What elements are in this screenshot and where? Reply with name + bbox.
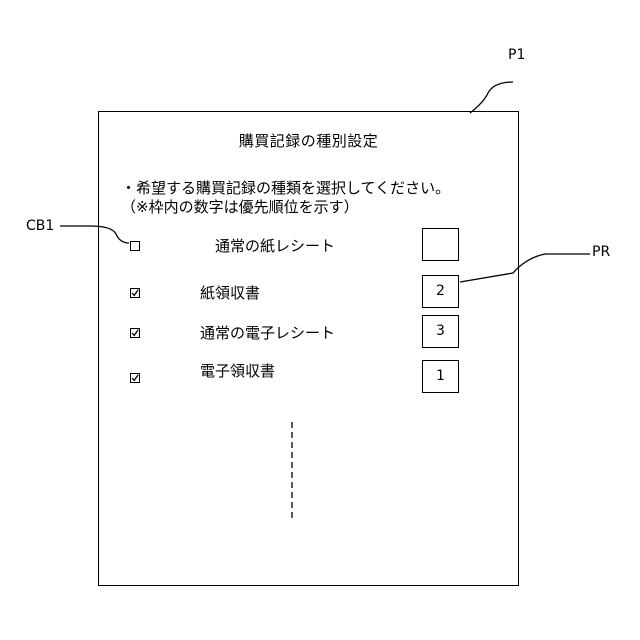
instruction-note: （※枠内の数字は優先順位を示す） bbox=[121, 196, 359, 217]
checkbox-electronic-invoice[interactable] bbox=[130, 373, 140, 383]
checkbox-paper-invoice[interactable] bbox=[130, 288, 140, 298]
option-row-electronic-invoice: 電子領収書 1 bbox=[99, 360, 518, 394]
option-row-paper-receipt: 通常の紙レシート bbox=[99, 228, 518, 262]
checkmark-icon bbox=[131, 329, 139, 337]
ref-label-pr: PR bbox=[592, 244, 610, 260]
purchase-record-settings-screen: 購買記録の種別設定 ・希望する購買記録の種類を選択してください。 （※枠内の数字… bbox=[98, 111, 519, 586]
checkmark-icon bbox=[131, 289, 139, 297]
option-row-paper-invoice: 紙領収書 2 bbox=[99, 275, 518, 309]
p1-leader-line bbox=[470, 82, 513, 113]
option-label: 通常の電子レシート bbox=[200, 322, 335, 343]
instruction-text: ・希望する購買記録の種類を選択してください。 bbox=[121, 177, 450, 198]
option-row-electronic-receipt: 通常の電子レシート 3 bbox=[99, 315, 518, 349]
option-label: 通常の紙レシート bbox=[215, 235, 335, 256]
priority-box-paper-invoice[interactable]: 2 bbox=[422, 275, 459, 308]
ref-label-p1: P1 bbox=[508, 47, 525, 63]
page-title: 購買記録の種別設定 bbox=[99, 130, 518, 151]
priority-box-paper-receipt[interactable] bbox=[422, 228, 459, 261]
priority-box-electronic-invoice[interactable]: 1 bbox=[422, 360, 459, 393]
checkmark-icon bbox=[131, 374, 139, 382]
option-label: 紙領収書 bbox=[200, 282, 260, 303]
priority-box-electronic-receipt[interactable]: 3 bbox=[422, 315, 459, 348]
checkbox-electronic-receipt[interactable] bbox=[130, 328, 140, 338]
option-label: 電子領収書 bbox=[200, 360, 275, 381]
checkbox-paper-receipt[interactable] bbox=[130, 241, 140, 251]
ref-label-cb1: CB1 bbox=[26, 218, 54, 234]
